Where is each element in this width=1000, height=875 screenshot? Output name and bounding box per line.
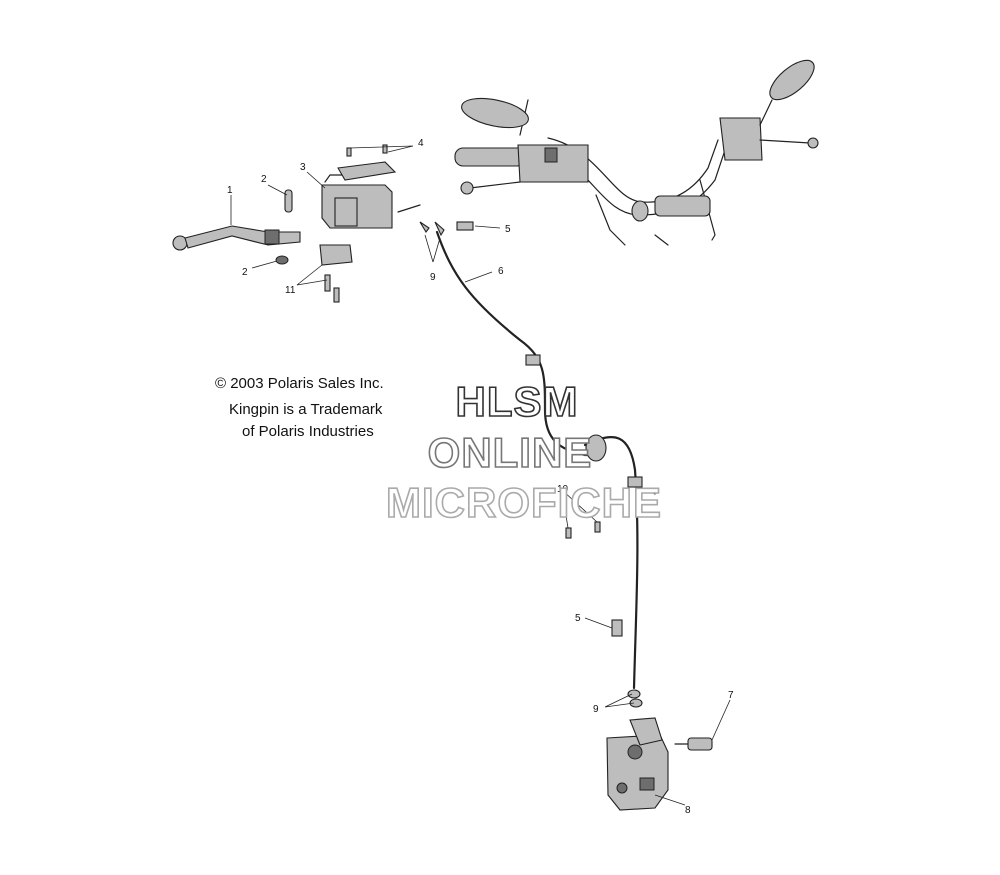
callout-5-lower: 5: [575, 613, 581, 624]
copyright-line-2: Kingpin is a Trademark: [229, 401, 383, 418]
callout-9-upper: 9: [430, 272, 436, 283]
callout-2-nut: 2: [242, 267, 248, 278]
nut-part-2: [275, 255, 289, 265]
callout-labels: 1 2 2 3 4 5 6 9 11 10 5 9 7 8: [227, 138, 734, 816]
callout-2-pin: 2: [261, 174, 267, 185]
pin-part-2: [284, 189, 293, 213]
callout-9-lower: 9: [593, 704, 599, 715]
cover-part-4: [337, 144, 397, 181]
callout-11: 11: [285, 285, 296, 296]
left-mirror: [461, 97, 529, 129]
watermark-line-2: ONLINE: [428, 429, 593, 476]
lever-part-1: [172, 225, 301, 251]
mounted-master-cylinder: [517, 144, 589, 183]
clips-part-10: [565, 489, 656, 539]
callout-6: 6: [498, 266, 504, 277]
master-cylinder-part-3: [321, 174, 393, 229]
callout-5-upper: 5: [505, 224, 511, 235]
callout-1: 1: [227, 185, 233, 196]
handlebar-clamp: [654, 195, 711, 217]
watermark-line-1: HLSM: [456, 378, 579, 425]
right-switch-housing: [719, 117, 763, 161]
watermark-line-3: MICROFICHE: [386, 479, 662, 526]
right-mirror: [769, 59, 815, 101]
callout-10: 10: [557, 484, 569, 495]
watermark: HLSM ONLINE MICROFICHE: [385, 377, 662, 527]
brake-line-part-6: [397, 204, 643, 690]
copyright-line-3: of Polaris Industries: [242, 423, 374, 440]
left-grip: [454, 147, 526, 167]
caliper-bolt-part-7: [674, 737, 713, 751]
callout-3: 3: [300, 162, 306, 173]
leader-lines: [230, 145, 731, 806]
copyright-notice: © 2003 Polaris Sales Inc. Kingpin is a T…: [215, 375, 384, 440]
callout-8: 8: [685, 805, 691, 816]
callout-7: 7: [728, 690, 734, 701]
clamp-part-11: [319, 244, 353, 303]
washers-part-9: [419, 221, 643, 708]
brake-caliper-part-8: [606, 717, 669, 811]
handlebar-assembly: [454, 59, 819, 246]
callout-4: 4: [418, 138, 424, 149]
copyright-line-1: © 2003 Polaris Sales Inc.: [215, 375, 384, 392]
